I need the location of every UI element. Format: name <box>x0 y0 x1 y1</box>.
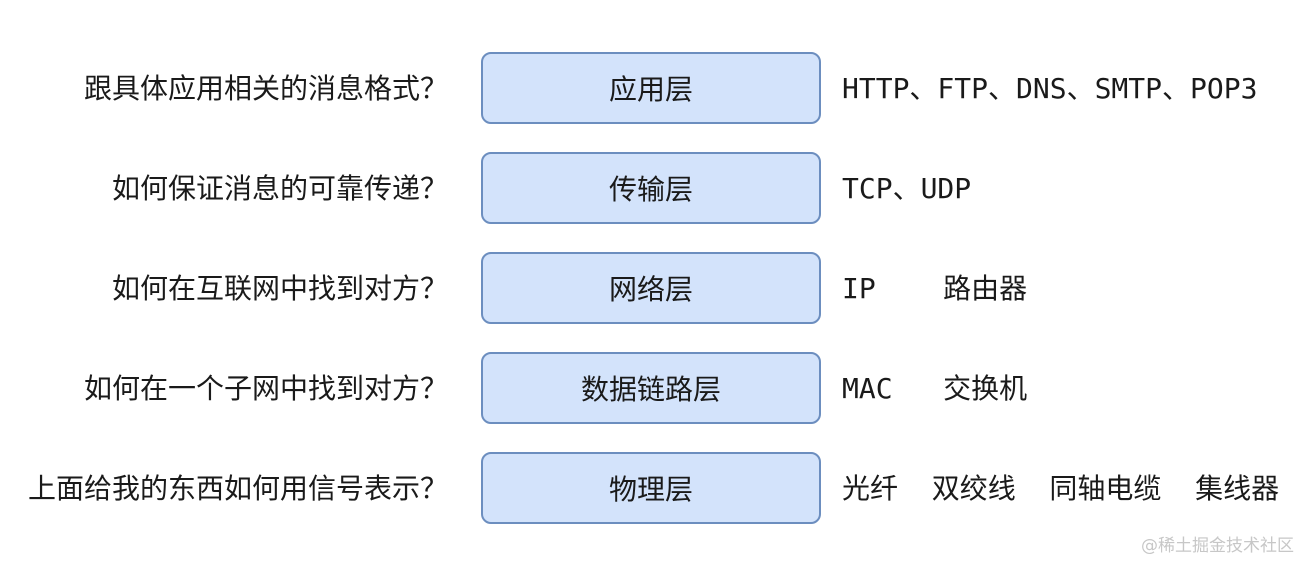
protocols-physical: 光纤 双绞线 同轴电缆 集线器 <box>842 472 1280 505</box>
row-application: 跟具体应用相关的消息格式？ 应用层 HTTP、FTP、DNS、SMTP、POP3 <box>0 52 1306 126</box>
layer-box-application: 应用层 <box>481 52 821 124</box>
layer-box-network: 网络层 <box>481 252 821 324</box>
protocols-network: IP 路由器 <box>842 272 1028 305</box>
row-physical: 上面给我的东西如何用信号表示？ 物理层 光纤 双绞线 同轴电缆 集线器 <box>0 452 1306 526</box>
protocols-transport: TCP、UDP <box>842 172 972 205</box>
row-transport: 如何保证消息的可靠传递？ 传输层 TCP、UDP <box>0 152 1306 226</box>
watermark: @稀土掘金技术社区 <box>1141 536 1294 556</box>
question-application: 跟具体应用相关的消息格式？ <box>83 72 448 105</box>
protocols-data-link: MAC 交换机 <box>842 372 1028 405</box>
layer-box-physical: 物理层 <box>481 452 821 524</box>
question-physical: 上面给我的东西如何用信号表示？ <box>27 472 448 505</box>
layer-box-transport: 传输层 <box>481 152 821 224</box>
layer-box-data-link: 数据链路层 <box>481 352 821 424</box>
row-data-link: 如何在一个子网中找到对方？ 数据链路层 MAC 交换机 <box>0 352 1306 426</box>
question-network: 如何在互联网中找到对方？ <box>111 272 448 305</box>
question-data-link: 如何在一个子网中找到对方？ <box>83 372 448 405</box>
protocols-application: HTTP、FTP、DNS、SMTP、POP3 <box>842 72 1258 105</box>
row-network: 如何在互联网中找到对方？ 网络层 IP 路由器 <box>0 252 1306 326</box>
question-transport: 如何保证消息的可靠传递？ <box>111 172 448 205</box>
